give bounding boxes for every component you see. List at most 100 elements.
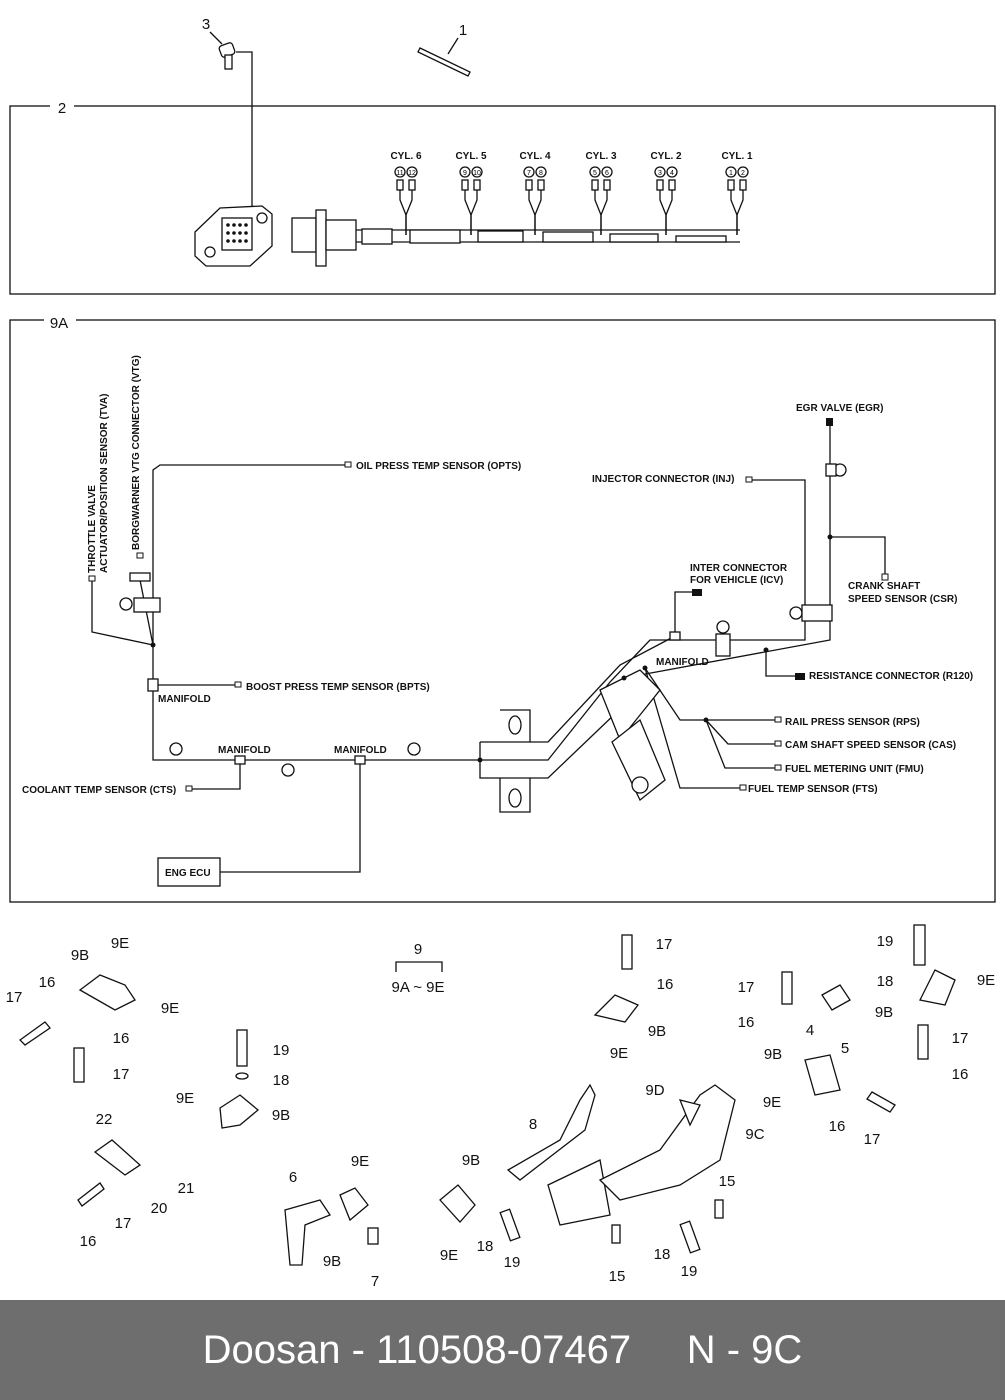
label-opts: OIL PRESS TEMP SENSOR (OPTS) [356,461,521,472]
label-manifold: MANIFOLD [218,745,271,756]
injector-wire [534,190,542,235]
cylinder-label: CYL. 1 [721,151,753,162]
injector-plug [656,179,664,191]
cylinder-label: CYL. 5 [455,151,487,162]
label-tva-line1: THROTTLE VALVE [87,485,98,573]
part-callout: 9E [351,1153,369,1170]
panel-9a-frame [9,319,996,903]
part-callout: 17 [738,979,755,996]
part-callout: 21 [178,1180,195,1197]
part-callout: 9E [161,1000,179,1017]
eng-ecu-box [157,857,221,887]
part-callout: 19 [273,1042,290,1059]
pin-number: 12 [408,170,416,177]
injector-wire [405,190,413,235]
part-callout: 16 [39,974,56,991]
callout-1: 1 [459,22,467,39]
part-callout: 9B [71,947,89,964]
part-callout: 17 [656,936,673,953]
label-icv-line2: FOR VEHICLE (ICV) [690,575,783,586]
injector-plug [668,179,676,191]
part-callout: 18 [654,1246,671,1263]
label-csr-line2: SPEED SENSOR (CSR) [848,594,957,605]
part-callout: 7 [371,1273,379,1290]
part-callout: 9E [977,972,995,989]
part-callout: 17 [115,1215,132,1232]
part-callout: 16 [113,1030,130,1047]
pin-number: 5 [593,170,597,177]
part-callout: 16 [657,976,674,993]
pin-number: 2 [741,170,745,177]
pin-marker [725,166,737,178]
part-callout: 9E [111,935,129,952]
label-icv-line1: INTER CONNECTOR [690,563,788,574]
part-callout: 9E [763,1094,781,1111]
label-cts: COOLANT TEMP SENSOR (CTS) [22,785,176,796]
footer-page: N - 9C [686,1327,803,1372]
callout-9a: 9A [50,315,68,332]
part-callout: 17 [864,1131,881,1148]
pin-marker [601,166,613,178]
part-callout: 9B [764,1046,782,1063]
part-callout: 9B [648,1023,666,1040]
part-callout: 16 [738,1014,755,1031]
part-callout: 19 [504,1254,521,1271]
pin-marker [666,166,678,178]
cylinder-label: CYL. 4 [519,151,551,162]
pin-marker [654,166,666,178]
group-label-range: 9A ~ 9E [392,979,445,996]
pin-marker [406,166,418,178]
part-drawings [18,924,956,1266]
part-callout: 9B [462,1152,480,1169]
group-label-number: 9 [414,941,422,958]
pin-marker [394,166,406,178]
label-manifold: MANIFOLD [656,657,709,668]
footer-bar: Doosan - 110508-07467 N - 9C [0,1300,1005,1400]
injector-wire [528,190,536,235]
pin-number: 6 [605,170,609,177]
label-csr-line1: CRANK SHAFT [848,581,920,592]
label-rps: RAIL PRESS SENSOR (RPS) [785,717,920,728]
part-callout: 22 [96,1111,113,1128]
injector-plug [537,179,545,191]
part-callout: 9C [745,1126,764,1143]
part-callout: 15 [719,1173,736,1190]
part-callout: 19 [877,933,894,950]
injector-plug [525,179,533,191]
part-callout: 9E [176,1090,194,1107]
injector-wire [665,190,673,235]
pin-marker [535,166,547,178]
panel-2-frame [9,105,996,295]
pin-number: 9 [463,170,467,177]
part-callout: 18 [477,1238,494,1255]
pin-marker [589,166,601,178]
injector-plug [603,179,611,191]
pin-marker [471,166,483,178]
callout-2: 2 [58,100,66,117]
cylinder-label: CYL. 6 [390,151,422,162]
part-callout: 17 [952,1030,969,1047]
injector-plug [591,179,599,191]
label-cas: CAM SHAFT SPEED SENSOR (CAS) [785,740,956,751]
part-callout: 8 [529,1116,537,1133]
injector-plug [739,179,747,191]
part-callout: 20 [151,1200,168,1217]
part-callout: 18 [877,973,894,990]
injector-plug [461,179,469,191]
part-callout: 9E [610,1045,628,1062]
footer-brand: Doosan [202,1327,341,1372]
pin-number: 4 [670,170,674,177]
label-egr: EGR VALVE (EGR) [796,403,883,414]
cable-tie-icon [417,37,471,77]
injector-wire [470,190,478,235]
cylinder-label: CYL. 2 [650,151,682,162]
injector-wire [730,190,738,235]
pin-number: 1 [729,170,733,177]
ecu-socket-icon [194,205,273,267]
part-callout: 15 [609,1268,626,1285]
pin-number: 3 [658,170,662,177]
part-callout: 5 [841,1040,849,1057]
injector-harness [291,209,740,267]
pin-marker [459,166,471,178]
